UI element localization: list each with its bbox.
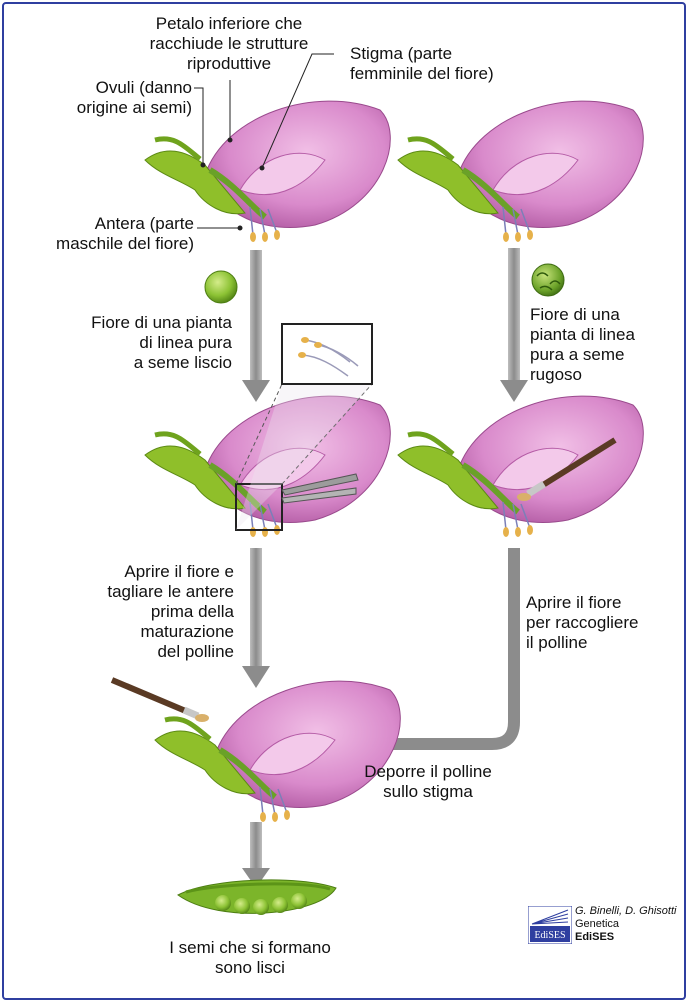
label-semi: I semi che si formano sono lisci: [169, 938, 331, 977]
label-ovuli: Ovuli (danno origine ai semi): [76, 78, 192, 117]
label-aprire-raccogliere: Aprire il fiore per raccogliere il polli…: [526, 593, 639, 652]
label-stigma: Stigma (parte femminile del fiore): [350, 44, 494, 83]
credit-publisher: EdiSES: [575, 931, 615, 943]
credit-authors: G. Binelli, D. Ghisotti: [575, 905, 677, 917]
label-aprire-tagliare: Aprire il fiore e tagliare le antere pri…: [107, 562, 234, 661]
label-antera: Antera (parte maschile del fiore): [56, 214, 194, 253]
credit-title: Genetica: [575, 918, 620, 930]
edises-logo-icon: EdiSES: [528, 906, 572, 944]
label-fiore-liscio: Fiore di una pianta di linea pura a seme…: [91, 313, 232, 372]
label-fiore-rugoso: Fiore di una pianta di linea pura a seme…: [530, 305, 635, 384]
label-petalo: Petalo inferiore che racchiude le strutt…: [149, 14, 309, 73]
credit-block: G. Binelli, D. Ghisotti Genetica EdiSES: [575, 905, 676, 944]
label-deporre: Deporre il polline sullo stigma: [364, 762, 492, 801]
logo-text: EdiSES: [534, 930, 565, 941]
